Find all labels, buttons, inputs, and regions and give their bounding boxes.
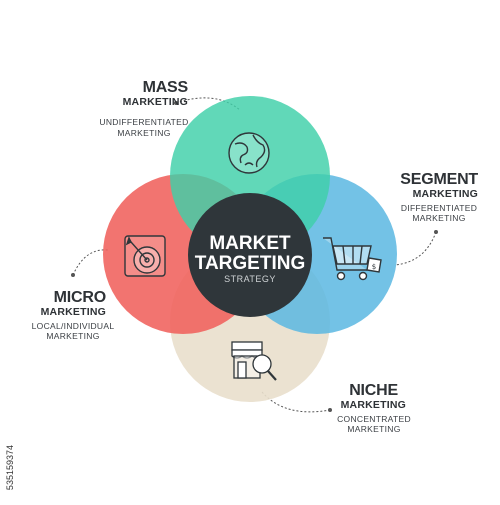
stock-image-id: 535159374 [5, 444, 15, 490]
mass-title: MASS [142, 79, 189, 96]
micro-title-sub: MARKETING [40, 305, 106, 318]
connector-dot-segment [434, 230, 438, 234]
niche-desc-line1: CONCENTRATED [337, 413, 411, 424]
globe-icon [228, 132, 270, 174]
shopping-cart-icon: $ [323, 237, 382, 281]
niche-desc-line2: MARKETING [347, 424, 401, 435]
center-subtitle: STRATEGY [224, 274, 276, 284]
micro-title: MICRO [53, 289, 107, 306]
mass-description: UNDIFFERENTIATED MARKETING [94, 117, 194, 138]
niche-description: CONCENTRATED MARKETING [334, 414, 414, 435]
micro-description: LOCAL/INDIVIDUAL MARKETING [28, 321, 118, 342]
connector-dot-niche [328, 408, 332, 412]
micro-desc-line2: MARKETING [46, 331, 100, 342]
segment-desc-line1: DIFFERENTIATED [400, 202, 478, 213]
niche-title: NICHE [349, 382, 398, 399]
circle-center [188, 193, 312, 317]
mass-desc-line1: UNDIFFERENTIATED [99, 117, 189, 127]
connector-micro [72, 249, 109, 276]
segment-title-sub: MARKETING [412, 187, 478, 200]
center-title-line2: TARGETING [195, 253, 305, 274]
connector-segment [394, 231, 437, 266]
target-dart-icon [124, 235, 166, 277]
center-title-line1: MARKET [209, 233, 291, 254]
label-micro-marketing: MICRO MARKETING LOCAL/INDIVIDUAL MARKETI… [32, 289, 114, 342]
niche-title-sub: MARKETING [340, 398, 406, 411]
svg-text:$: $ [372, 263, 376, 271]
segment-description: DIFFERENTIATED MARKETING [396, 203, 482, 224]
connector-dot-micro [71, 273, 75, 277]
mass-title-sub: MARKETING [122, 95, 188, 108]
segment-title: SEGMENT [400, 171, 478, 188]
segment-desc-line2: MARKETING [412, 213, 466, 224]
micro-desc-line1: LOCAL/INDIVIDUAL [31, 320, 115, 331]
label-niche-marketing: NICHE MARKETING CONCENTRATED MARKETING [337, 382, 428, 435]
connector-dot-mass [174, 101, 178, 105]
connector-niche [261, 391, 331, 413]
mass-desc-line2: MARKETING [117, 127, 171, 138]
label-segment-marketing: SEGMENT MARKETING DIFFERENTIATED MARKETI… [392, 171, 478, 224]
store-magnifier-icon [231, 341, 277, 381]
label-mass-marketing: MASS MARKETING UNDIFFERENTIATED MARKETIN… [99, 79, 189, 137]
